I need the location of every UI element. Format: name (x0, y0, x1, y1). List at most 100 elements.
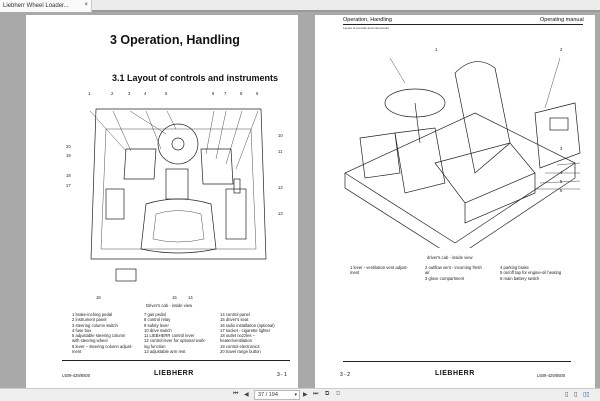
figure-caption: driver's cab - inside view (427, 255, 473, 260)
callout: 12 (278, 185, 283, 190)
callout: 1 (88, 91, 91, 96)
legend-item: 3 steering column switch (72, 322, 118, 328)
legend-item: 19 control electronics (220, 343, 260, 349)
callout: 4 (144, 91, 147, 96)
legend-item: ment (72, 349, 82, 355)
legend-item: 4 parking brake (500, 265, 529, 270)
callout: 5 (560, 179, 563, 184)
footer-rule (62, 360, 290, 361)
legend-item: 20 travel range button (220, 349, 261, 355)
legend-item: 3 glove compartment (425, 275, 465, 281)
legend-item: 6 main battery switch (500, 275, 540, 281)
cab-perspective-diagram (344, 57, 581, 248)
single-page-view-icon[interactable]: ▯ (565, 392, 569, 398)
callout: 3 (128, 91, 131, 96)
legend-item: 12 control lever for optional work- (144, 338, 206, 344)
callout: 11 (278, 149, 283, 154)
page-number: 3 - 2 (340, 372, 351, 378)
first-page-icon[interactable]: ⏮ (233, 391, 239, 397)
callout: 1 (435, 47, 438, 52)
callout: 10 (278, 133, 283, 138)
legend-item: 5 adjustable steering column (72, 333, 126, 339)
page-number: 3 - 1 (277, 372, 288, 378)
page-left: 3 Operation, Handling 3.1 Layout of cont… (26, 15, 298, 388)
running-header: Operation, Handling (343, 17, 392, 23)
callout: 7 (224, 91, 227, 96)
legend-item: 5 on/off tap for engine-oil heating (500, 270, 562, 276)
figure-caption: Driver's cab - inside view (146, 303, 193, 308)
running-header-right: Operating manual (540, 17, 584, 23)
callout: 18 (66, 173, 71, 178)
cab-interior-diagram (89, 108, 267, 282)
header-rule (343, 24, 583, 25)
running-subheader: Layout of controls and instruments (343, 26, 389, 30)
chapter-title: 3 Operation, Handling (110, 33, 240, 47)
page-right: Operation, Handling Operating manual Lay… (315, 15, 595, 388)
callout: 2 (560, 47, 563, 52)
legend-item: 13 adjustable arm rest (144, 349, 186, 355)
callout: 16 (96, 295, 101, 300)
two-page-view-icon[interactable]: ▯▯ (583, 392, 590, 398)
viewer-toolbar: ⏮ ◀ 37 / 194 ▾ ▶ ⏭ ⧉ ⧉ ▯ ▯ ▯▯ (0, 388, 600, 401)
document-code: L509-429/8500 (62, 373, 91, 378)
callout: 5 (165, 91, 168, 96)
legend-item: 6 lever – steering column adjust- (72, 343, 133, 349)
document-tab[interactable]: Liebherr Wheel Loader... × (0, 0, 92, 12)
legend-item: 11 LIEBHERR control lever (144, 333, 195, 339)
section-title: 3.1 Layout of controls and instruments (112, 73, 279, 83)
callout: 14 (188, 295, 193, 300)
legend-item: 10 drive switch (144, 327, 172, 333)
callout: 15 (172, 295, 177, 300)
next-page-icon[interactable]: ▶ (303, 392, 308, 398)
callout: 20 (66, 144, 71, 149)
callout: 6 (560, 188, 563, 193)
legend-item: 14 control panel (220, 312, 250, 317)
callout: 9 (256, 91, 259, 96)
legend-item: 8 control relay (144, 317, 171, 323)
footer-rule (343, 361, 571, 362)
callout: 2 (111, 91, 114, 96)
legend-item: ing function (144, 343, 166, 349)
legend-item: 15 driver's seat (220, 317, 249, 323)
liebherr-logo: LIEBHERR (435, 370, 475, 377)
copy-icon[interactable]: ⧉ (325, 391, 330, 397)
legend-item: 16 radio installation (optional) (220, 322, 275, 328)
callout: 6 (212, 91, 215, 96)
liebherr-logo: LIEBHERR (154, 370, 194, 377)
legend-item: ment (350, 270, 360, 276)
callout: 19 (66, 153, 71, 158)
continuous-view-icon[interactable]: ▯ (574, 392, 578, 398)
legend-item: 9 safety lever (144, 322, 169, 328)
page-number-input[interactable]: 37 / 194 ▾ (254, 390, 300, 400)
legend-item: 17 socket - cigarette lighter (220, 327, 271, 333)
legend-item: 18 outlet nozzles – (220, 333, 255, 339)
legend-item: air (425, 270, 430, 276)
legend-item: 7 gas pedal (144, 312, 166, 317)
legend-item: 4 fuse box (72, 327, 92, 333)
callout: 13 (278, 211, 283, 216)
page-indicator: 37 / 194 (258, 392, 278, 398)
legend-item: 2 outflow vent - incoming fresh (425, 265, 482, 270)
legend-item: heater/ventilation (220, 338, 252, 344)
tab-bar: Liebherr Wheel Loader... × (0, 0, 600, 12)
legend-item: 1 lever - ventilation vent adjust- (350, 265, 408, 270)
callout: 8 (240, 91, 243, 96)
previous-page-icon[interactable]: ◀ (244, 392, 249, 398)
callout: 17 (66, 183, 71, 188)
page-dropdown-icon[interactable]: ▾ (294, 392, 297, 398)
document-code: L509-429/8500 (537, 373, 566, 378)
tab-title: Liebherr Wheel Loader... (3, 3, 69, 9)
callout: 4 (560, 170, 563, 175)
legend-col: 1 lever - ventilation vent adjust- ment (350, 265, 420, 276)
callout: 3 (560, 146, 563, 151)
close-tab-icon[interactable]: × (84, 2, 88, 8)
last-page-icon[interactable]: ⏭ (313, 391, 319, 397)
legend-item: with steering wheel (72, 338, 108, 344)
paste-icon[interactable]: ⧉ (336, 391, 341, 397)
legend-item: 1 brake-inching pedal (72, 312, 113, 317)
